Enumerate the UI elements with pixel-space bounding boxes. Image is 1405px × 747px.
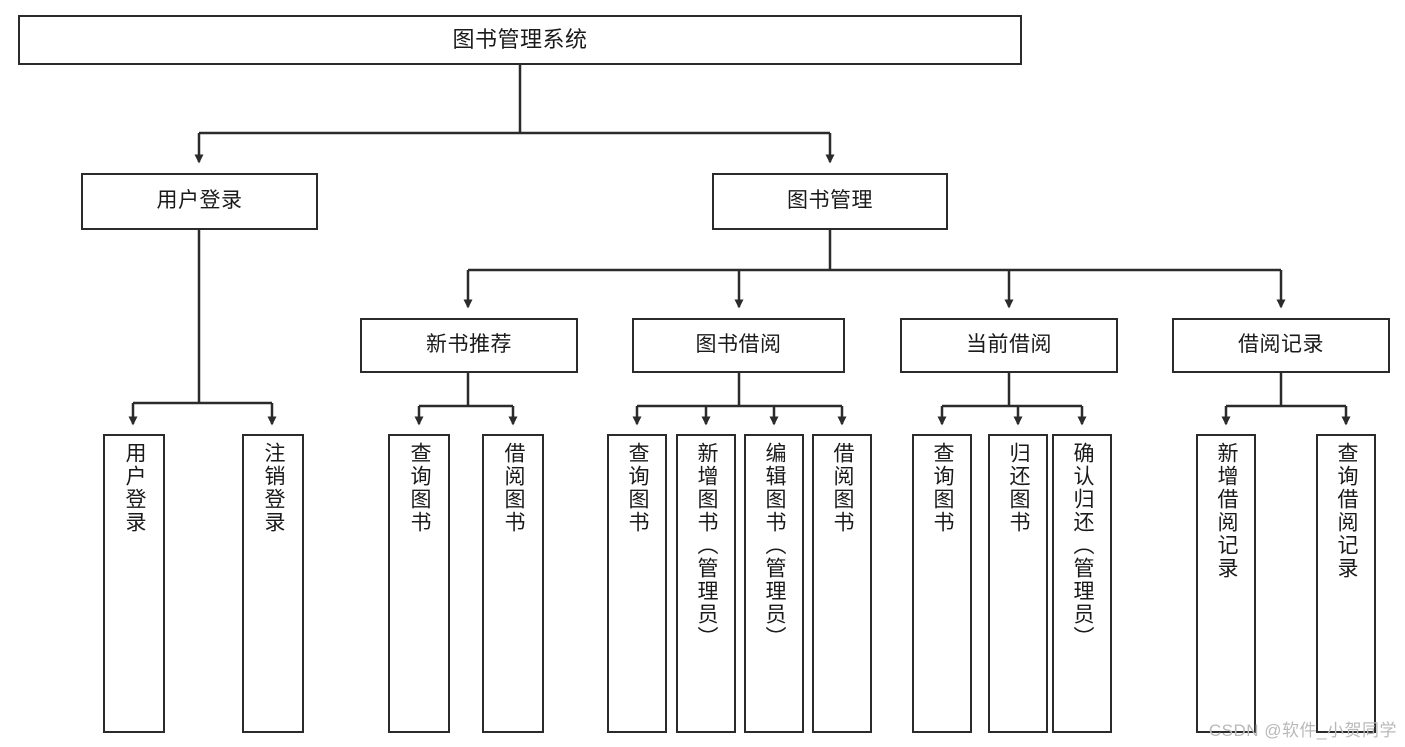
leaf-query-book-current[interactable]: 查询图书 bbox=[912, 434, 972, 733]
node-new-book-recommend[interactable]: 新书推荐 bbox=[360, 318, 578, 373]
watermark: CSDN @软件_小贺同学 bbox=[1208, 721, 1397, 740]
node-root[interactable]: 图书管理系统 bbox=[18, 15, 1022, 65]
node-user-login[interactable]: 用户登录 bbox=[81, 173, 318, 230]
leaf-label: 编辑图书（管理员） bbox=[763, 442, 787, 649]
leaf-label: 查询图书 bbox=[626, 442, 650, 534]
leaf-add-borrow-record[interactable]: 新增借阅记录 bbox=[1196, 434, 1256, 733]
node-borrow-records[interactable]: 借阅记录 bbox=[1172, 318, 1390, 373]
leaf-query-borrow-record[interactable]: 查询借阅记录 bbox=[1316, 434, 1376, 733]
leaf-label: 借阅图书 bbox=[831, 442, 855, 534]
leaf-edit-book-admin[interactable]: 编辑图书（管理员） bbox=[744, 434, 804, 733]
node-root-label: 图书管理系统 bbox=[452, 27, 588, 53]
node-borrow-records-label: 借阅记录 bbox=[1238, 333, 1324, 357]
leaf-label: 查询图书 bbox=[931, 442, 955, 534]
leaf-confirm-return-admin[interactable]: 确认归还（管理员） bbox=[1052, 434, 1112, 733]
node-book-borrow[interactable]: 图书借阅 bbox=[632, 318, 845, 373]
leaf-borrow-book-new[interactable]: 借阅图书 bbox=[482, 434, 544, 733]
leaf-label: 确认归还（管理员） bbox=[1071, 442, 1095, 649]
node-current-borrow-label: 当前借阅 bbox=[966, 333, 1052, 357]
leaf-label: 新增借阅记录 bbox=[1215, 442, 1239, 580]
node-book-borrow-label: 图书借阅 bbox=[695, 333, 782, 357]
leaf-label: 查询图书 bbox=[408, 442, 432, 534]
leaf-query-book-new[interactable]: 查询图书 bbox=[388, 434, 450, 733]
leaf-borrow-book[interactable]: 借阅图书 bbox=[812, 434, 872, 733]
leaf-query-book-borrow[interactable]: 查询图书 bbox=[607, 434, 667, 733]
node-new-book-recommend-label: 新书推荐 bbox=[426, 333, 512, 357]
leaf-label: 归还图书 bbox=[1007, 442, 1031, 534]
leaf-label: 借阅图书 bbox=[502, 442, 526, 534]
leaf-label: 注销登录 bbox=[262, 442, 286, 534]
leaf-add-book-admin[interactable]: 新增图书（管理员） bbox=[676, 434, 736, 733]
leaf-label: 新增图书（管理员） bbox=[695, 442, 719, 649]
node-user-login-label: 用户登录 bbox=[156, 189, 243, 213]
leaf-label: 查询借阅记录 bbox=[1335, 442, 1359, 580]
leaf-label: 用户登录 bbox=[123, 442, 147, 534]
node-book-management[interactable]: 图书管理 bbox=[712, 173, 948, 230]
leaf-return-book[interactable]: 归还图书 bbox=[988, 434, 1048, 733]
node-book-management-label: 图书管理 bbox=[787, 189, 873, 213]
node-current-borrow[interactable]: 当前借阅 bbox=[900, 318, 1118, 373]
leaf-logout[interactable]: 注销登录 bbox=[242, 434, 304, 733]
leaf-user-login[interactable]: 用户登录 bbox=[103, 434, 165, 733]
